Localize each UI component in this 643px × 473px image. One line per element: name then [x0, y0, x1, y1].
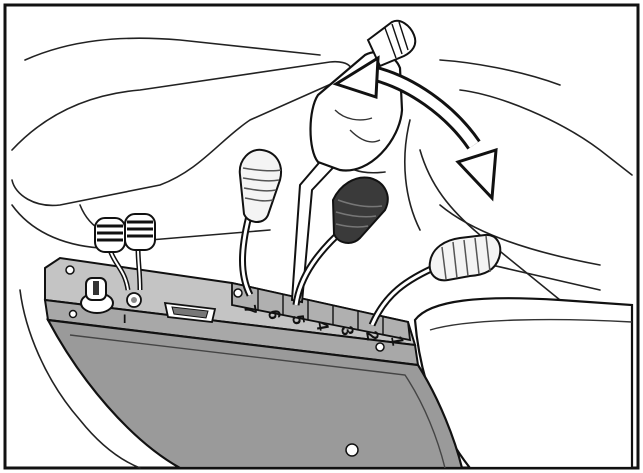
twin-cables: [94, 213, 156, 291]
slot-label-3: 3: [337, 324, 357, 337]
slot-label-1: 1: [387, 334, 407, 347]
lever-slot-2: [368, 233, 502, 327]
rotation-arrow-icon: [332, 55, 498, 202]
slot-number-labels: 7 6 5 4 3 2 1: [240, 303, 407, 347]
slot-label-4: 4: [312, 319, 332, 332]
panel-screws: [65, 265, 385, 457]
serial-port-icon: [163, 301, 217, 323]
ignition-key-icon: [80, 277, 114, 314]
slot-label-2: 2: [362, 329, 382, 342]
lever-dark-knob: [292, 176, 389, 306]
round-connector-icon: [126, 292, 142, 308]
slot-label-7: 7: [240, 303, 260, 316]
lever-slot-7: [238, 148, 282, 297]
slot-label-6: 6: [264, 308, 284, 321]
slot-label-5: 5: [288, 313, 308, 326]
side-mark: I: [123, 312, 126, 326]
